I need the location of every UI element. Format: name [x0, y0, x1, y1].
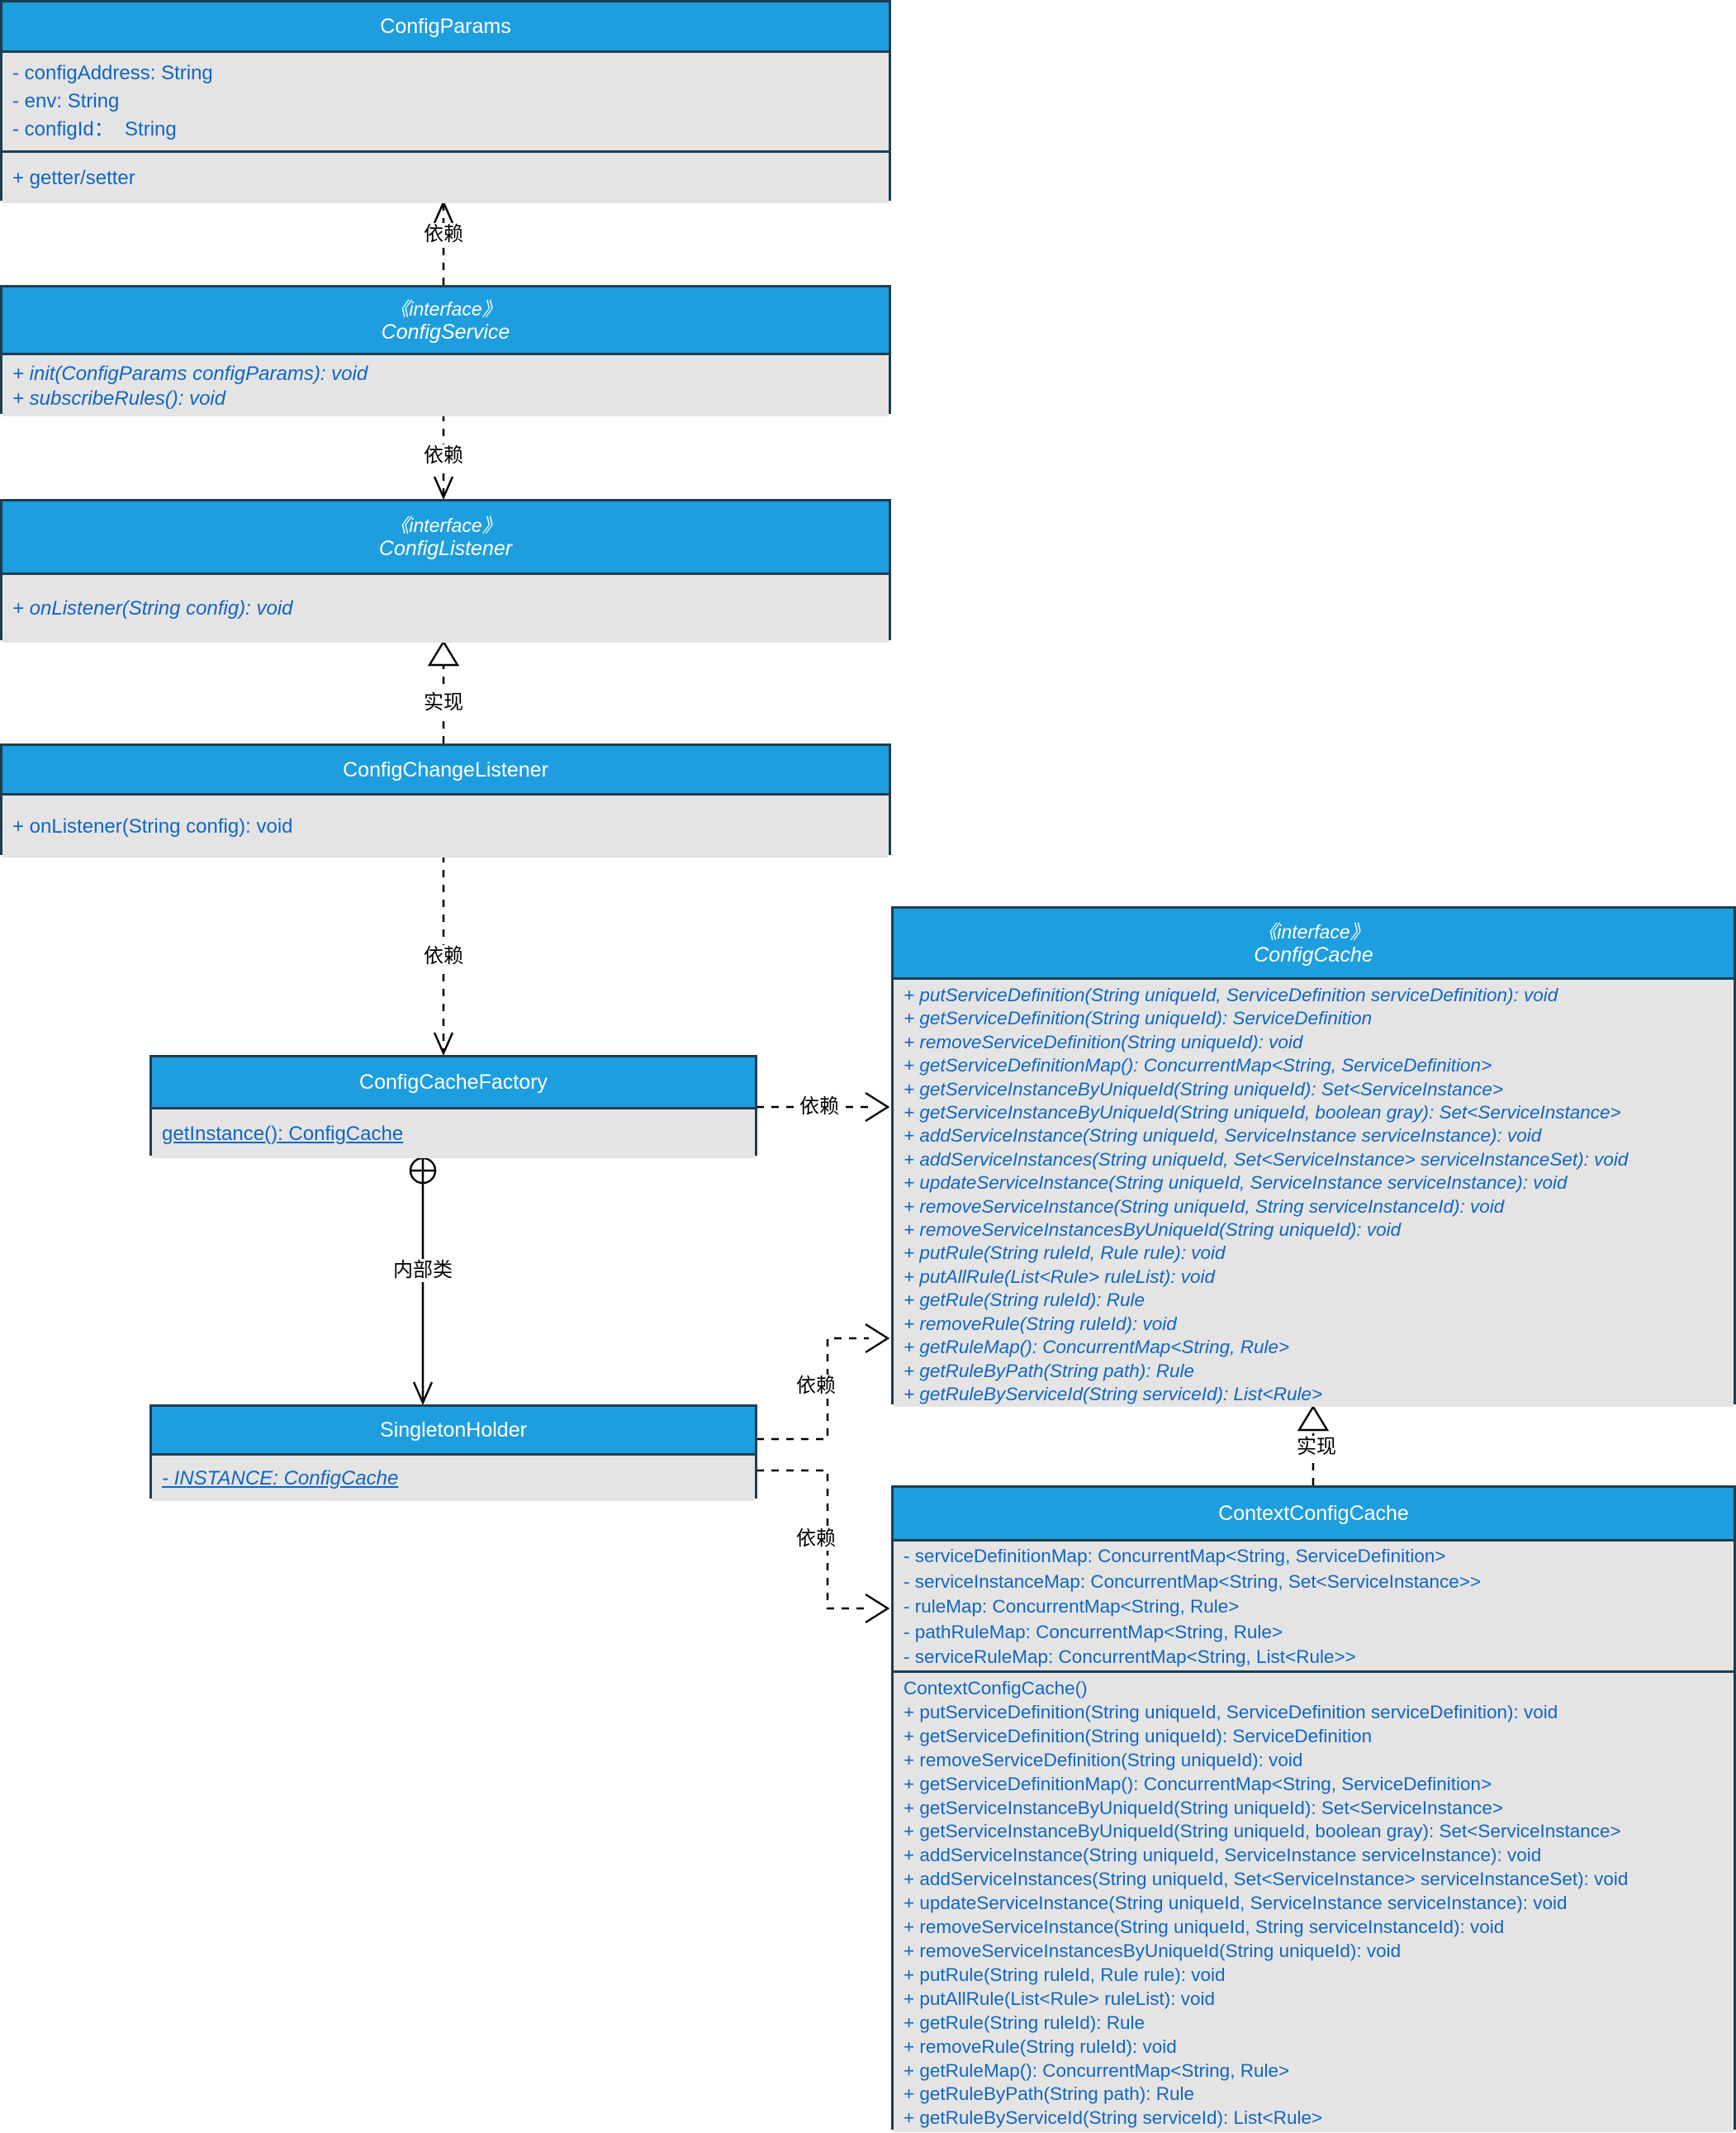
edge-label-realization: 实现: [1294, 1436, 1339, 1459]
method-row: + getServiceDefinition(String uniqueId):…: [904, 1008, 1373, 1029]
class-title: 《interface》 ConfigListener: [2, 501, 889, 572]
method-row: + removeServiceInstancesByUniqueId(Strin…: [904, 1219, 1402, 1241]
edge-label-dependency: 依赖: [421, 444, 466, 468]
method-row: + getRuleMap(): ConcurrentMap<String, Ru…: [904, 2059, 1290, 2081]
method-row: + removeServiceDefinition(String uniqueI…: [904, 1031, 1303, 1052]
attribute-row: - ruleMap: ConcurrentMap<String, Rule>: [904, 1596, 1240, 1617]
class-title: ConfigCacheFactory: [152, 1057, 755, 1107]
class-name: ConfigService: [381, 320, 510, 344]
method-row: + getRuleByServiceId(String serviceId): …: [904, 1383, 1323, 1404]
class-title: 《interface》 ConfigService: [2, 287, 889, 353]
method-row: + getRule(String ruleId): Rule: [904, 2012, 1145, 2033]
class-title: SingletonHolder: [152, 1407, 755, 1453]
method-row: + putServiceDefinition(String uniqueId, …: [904, 1701, 1558, 1722]
methods-section: + onListener(String config): void: [2, 793, 889, 857]
method-row: + subscribeRules(): void: [12, 387, 226, 410]
method-row: + getServiceDefinition(String uniqueId):…: [904, 1725, 1373, 1746]
method-row: + getRuleMap(): ConcurrentMap<String, Ru…: [904, 1337, 1290, 1358]
method-row: ContextConfigCache(): [904, 1678, 1088, 1698]
method-row: + getRuleByPath(String path): Rule: [904, 1360, 1195, 1381]
methods-section: + putServiceDefinition(String uniqueId, …: [894, 977, 1734, 1407]
methods-section: + onListener(String config): void: [2, 572, 889, 643]
edge-label-dependency: 依赖: [421, 945, 466, 968]
methods-section: ContextConfigCache() + putServiceDefiniti…: [894, 1670, 1734, 2132]
method-row: + getServiceInstanceByUniqueId(String un…: [904, 1821, 1621, 1842]
edge-label-dependency: 依赖: [794, 1375, 838, 1398]
method-row: + onListener(String config): void: [12, 815, 293, 838]
method-row: + getRuleByServiceId(String serviceId): …: [904, 2107, 1323, 2129]
class-box-configchangelistener: ConfigChangeListener + onListener(String…: [0, 743, 891, 857]
method-row: + putAllRule(List<Rule> ruleList): void: [904, 1988, 1216, 2009]
method-row: + getServiceInstanceByUniqueId(String un…: [904, 1797, 1504, 1818]
method-row: + putRule(String ruleId, Rule rule): voi…: [904, 1964, 1226, 1985]
class-title: ConfigParams: [2, 2, 889, 50]
attribute-row: - serviceInstanceMap: ConcurrentMap<Stri…: [904, 1570, 1482, 1592]
method-row: + putRule(String ruleId, Rule rule): voi…: [904, 1242, 1226, 1264]
method-row: + removeServiceInstancesByUniqueId(Strin…: [904, 1940, 1402, 1961]
method-row: + addServiceInstance(String uniqueId, Se…: [904, 1845, 1542, 1866]
attributes-section: - configAddress: String - env: String - co…: [2, 50, 889, 150]
edge-label-realization: 实现: [421, 691, 466, 715]
class-box-contextconfigcache: ContextConfigCache - serviceDefinitionMa…: [891, 1485, 1736, 2132]
class-box-configparams: ConfigParams - configAddress: String - en…: [0, 0, 891, 203]
attribute-row: - serviceRuleMap: ConcurrentMap<String, …: [904, 1646, 1356, 1667]
attribute-row: - env: String: [12, 90, 120, 112]
method-row: + init(ConfigParams configParams): void: [12, 363, 368, 385]
attributes-section: - INSTANCE: ConfigCache: [152, 1453, 755, 1501]
stereotype-label: 《interface》: [1258, 920, 1369, 943]
edge-label-dependency: 依赖: [421, 223, 466, 246]
class-box-configcachefactory: ConfigCacheFactory getInstance(): Config…: [149, 1055, 757, 1158]
attribute-row: - INSTANCE: ConfigCache: [162, 1466, 399, 1489]
class-box-configservice: 《interface》 ConfigService + init(ConfigP…: [0, 285, 891, 416]
edge-label-dependency: 依赖: [797, 1095, 842, 1119]
class-box-configcache: 《interface》 ConfigCache + putServiceDefi…: [891, 906, 1736, 1407]
method-row: + updateServiceInstance(String uniqueId,…: [904, 1172, 1568, 1194]
methods-section: getInstance(): ConfigCache: [152, 1107, 755, 1158]
methods-section: + init(ConfigParams configParams): void+…: [2, 353, 889, 416]
attribute-row: - configAddress: String: [12, 62, 213, 84]
attribute-row: - serviceDefinitionMap: ConcurrentMap<St…: [904, 1546, 1446, 1566]
method-row: + addServiceInstances(String uniqueId, S…: [904, 1869, 1629, 1890]
method-row: + removeServiceDefinition(String uniqueI…: [904, 1749, 1303, 1770]
attributes-section: - serviceDefinitionMap: ConcurrentMap<St…: [894, 1539, 1734, 1670]
method-row: + getServiceDefinitionMap(): ConcurrentM…: [904, 1773, 1492, 1794]
class-title: ContextConfigCache: [894, 1488, 1734, 1539]
stereotype-label: 《interface》: [390, 515, 501, 536]
method-row: + putServiceDefinition(String uniqueId, …: [904, 985, 1558, 1005]
method-row: + removeRule(String ruleId): void: [904, 2036, 1177, 2057]
method-row: + getServiceInstanceByUniqueId(String un…: [904, 1102, 1621, 1124]
method-row: + removeServiceInstance(String uniqueId,…: [904, 1917, 1505, 1938]
method-row: + getter/setter: [12, 166, 135, 189]
attribute-row: - configId： String: [12, 118, 177, 140]
class-box-singletonholder: SingletonHolder - INSTANCE: ConfigCache: [149, 1404, 757, 1501]
method-row: + addServiceInstance(String uniqueId, Se…: [904, 1125, 1542, 1147]
method-row: + putAllRule(List<Rule> ruleList): void: [904, 1266, 1216, 1287]
nested-class-anchor-icon: [409, 1157, 437, 1185]
edge-label-dependency: 依赖: [794, 1527, 838, 1551]
edge-label-inner-class: 内部类: [391, 1259, 455, 1282]
method-row: + removeServiceInstance(String uniqueId,…: [904, 1195, 1505, 1217]
class-name: ConfigCache: [1254, 943, 1373, 967]
class-box-configlistener: 《interface》 ConfigListener + onListener(…: [0, 499, 891, 643]
method-row: + getRuleByPath(String path): Rule: [904, 2083, 1195, 2105]
method-row: + getServiceDefinitionMap(): ConcurrentM…: [904, 1055, 1492, 1076]
attribute-row: - pathRuleMap: ConcurrentMap<String, Rul…: [904, 1621, 1283, 1642]
method-row: + onListener(String config): void: [12, 597, 293, 620]
method-row: getInstance(): ConfigCache: [162, 1122, 404, 1145]
method-row: + addServiceInstances(String uniqueId, S…: [904, 1148, 1629, 1170]
stereotype-label: 《interface》: [390, 297, 501, 320]
methods-section: + getter/setter: [2, 150, 889, 203]
method-row: + getServiceInstanceByUniqueId(String un…: [904, 1078, 1504, 1100]
method-row: + getRule(String ruleId): Rule: [904, 1290, 1145, 1311]
method-row: + updateServiceInstance(String uniqueId,…: [904, 1893, 1568, 1914]
method-row: + removeRule(String ruleId): void: [904, 1313, 1177, 1334]
class-name: ConfigListener: [378, 537, 513, 560]
class-title: ConfigChangeListener: [2, 746, 889, 793]
class-title: 《interface》 ConfigCache: [894, 909, 1734, 977]
